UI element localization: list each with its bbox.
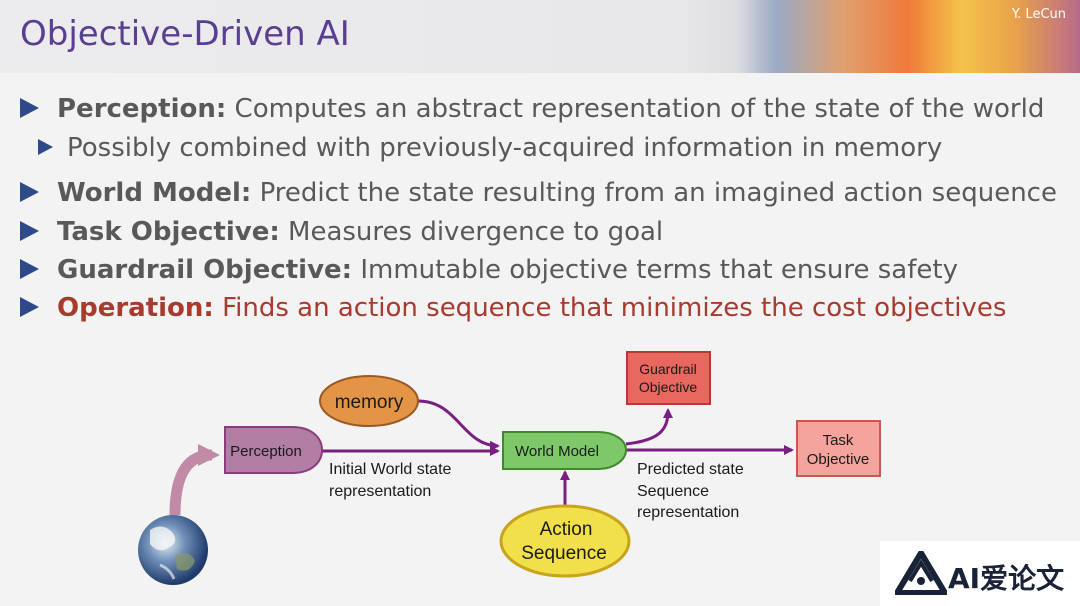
sequence-label: Sequence — [521, 543, 607, 564]
earth-icon — [138, 515, 208, 585]
guardrail-label-2: Objective — [639, 379, 698, 395]
bullet-triangle-icon — [20, 258, 39, 279]
bullet-triangle-icon — [20, 97, 39, 118]
guardrail-label-1: Guardrail — [639, 361, 697, 377]
perception-label: Perception — [230, 443, 302, 460]
bullet-triangle-icon — [20, 181, 39, 202]
svg-text:Sequence: Sequence — [637, 483, 709, 500]
svg-text:Initial World state: Initial World state — [329, 461, 452, 478]
svg-text:representation: representation — [329, 483, 431, 500]
bullet-world-model: World Model: Predict the state resulting… — [20, 178, 1057, 208]
task-objective-node: Task Objective — [796, 420, 881, 477]
predicted-state-label: Predicted state Sequence representation — [637, 461, 744, 521]
svg-text:Predicted state: Predicted state — [637, 461, 744, 478]
memory-label: memory — [335, 392, 404, 413]
bullet-memory-sub: Possibly combined with previously-acquir… — [38, 133, 942, 163]
initial-state-label: Initial World state representation — [329, 461, 452, 500]
author-label: Y. LeCun — [1011, 7, 1066, 22]
bullet-perception: Perception: Computes an abstract represe… — [20, 94, 1044, 124]
task-label-1: Task — [823, 432, 854, 449]
world-model-label: World Model — [515, 443, 599, 460]
svg-text:representation: representation — [637, 504, 739, 521]
bullet-triangle-icon — [20, 220, 39, 241]
action-label: Action — [540, 519, 593, 540]
bullet-triangle-icon — [38, 138, 53, 155]
memory-to-world-model-arrow — [417, 399, 500, 451]
world-model-to-guardrail-arrow — [625, 408, 673, 446]
world-model-node: World Model — [502, 431, 628, 470]
action-sequence-node: Action Sequence — [499, 504, 631, 578]
perception-node: Perception — [224, 426, 324, 474]
bullet-operation: Operation: Finds an action sequence that… — [20, 293, 1006, 323]
watermark-text: AI爱论文 — [948, 562, 1065, 595]
task-label-2: Objective — [807, 451, 870, 468]
bullet-task-objective: Task Objective: Measures divergence to g… — [20, 217, 663, 247]
memory-node: memory — [319, 375, 419, 427]
bullet-triangle-icon — [20, 296, 39, 317]
guardrail-objective-node: Guardrail Objective — [626, 351, 711, 405]
watermark-logo-icon — [895, 551, 947, 595]
slide-title: Objective-Driven AI — [20, 14, 350, 54]
bullet-guardrail: Guardrail Objective: Immutable objective… — [20, 255, 958, 285]
observation-arrow — [169, 444, 220, 516]
